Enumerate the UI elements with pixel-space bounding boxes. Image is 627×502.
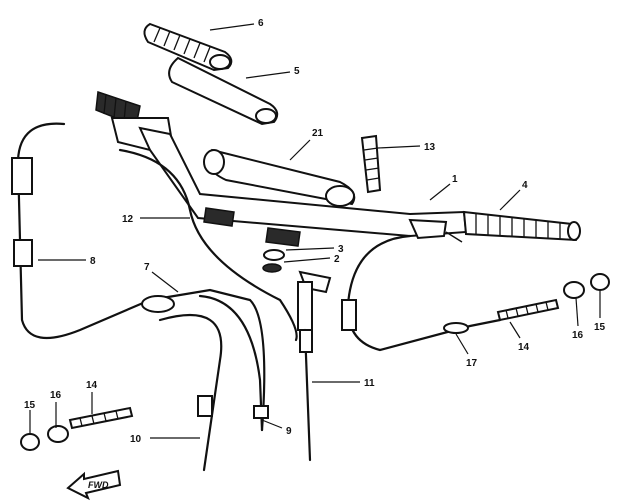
nut-left (20, 433, 40, 451)
clamp-left (203, 207, 235, 227)
label-part-15-left: 15 (24, 400, 36, 411)
cable-left (16, 122, 152, 340)
bolt (360, 134, 382, 194)
label-part-21: 21 (312, 128, 324, 139)
cable-right-sleeve (341, 299, 357, 331)
cable-bracket (297, 270, 332, 331)
leader-21 (289, 139, 311, 161)
leader-5 (245, 71, 291, 79)
grip-top (143, 22, 233, 72)
leader-3 (285, 247, 335, 251)
label-part-1: 1 (452, 174, 458, 185)
cable-11-fitting (299, 329, 313, 353)
label-part-8: 8 (90, 256, 96, 267)
nut-right (590, 273, 610, 291)
leader-14b (509, 321, 521, 339)
cable-left-adjuster (11, 157, 33, 195)
cable-9 (198, 294, 264, 432)
label-part-12: 12 (122, 214, 134, 225)
label-part-7: 7 (144, 262, 150, 273)
cable-10-adjuster (197, 395, 213, 417)
leader-16b (575, 297, 579, 327)
leader-1 (429, 183, 451, 201)
label-part-2: 2 (334, 254, 340, 265)
lever-perch (408, 218, 463, 243)
label-part-15-right: 15 (594, 322, 606, 333)
cable-sleeve-17 (443, 322, 469, 334)
nut (262, 263, 282, 273)
cable-right (346, 234, 502, 352)
grip-right (462, 210, 581, 242)
label-part-6: 6 (258, 18, 264, 29)
label-part-3: 3 (338, 244, 344, 255)
cable-10 (158, 313, 223, 472)
leader-7 (151, 271, 179, 293)
cable-12 (118, 148, 298, 342)
label-part-5: 5 (294, 66, 300, 77)
label-part-4: 4 (522, 180, 528, 191)
label-part-11: 11 (364, 378, 375, 389)
cable-9-end (253, 405, 269, 419)
label-part-14-left: 14 (86, 380, 98, 391)
label-part-17: 17 (466, 358, 478, 369)
label-part-14-right: 14 (518, 342, 530, 353)
leader-17 (455, 333, 469, 355)
leader-2 (283, 257, 331, 263)
cable-7-junction (141, 295, 175, 313)
fwd-label: FWD (88, 480, 109, 490)
cap-left (47, 425, 69, 443)
spring-left (68, 406, 134, 430)
leader-13 (377, 145, 421, 149)
handlebar-pad (203, 148, 356, 207)
label-part-9: 9 (286, 426, 292, 437)
label-part-16-right: 16 (572, 330, 584, 341)
cable-left-sleeve (13, 239, 33, 267)
throttle-tube (168, 56, 279, 126)
fwd-arrow-icon: FWD (66, 469, 122, 501)
washer (263, 249, 285, 261)
leader-6 (209, 23, 255, 31)
cable-7 (148, 288, 266, 432)
label-part-13: 13 (424, 142, 436, 153)
label-part-10: 10 (130, 434, 142, 445)
leader-4 (499, 189, 521, 211)
cap-right (563, 281, 585, 299)
clamp-right (265, 227, 301, 247)
label-part-16-left: 16 (50, 390, 62, 401)
spring-right (496, 298, 560, 322)
leader-9 (261, 419, 283, 429)
